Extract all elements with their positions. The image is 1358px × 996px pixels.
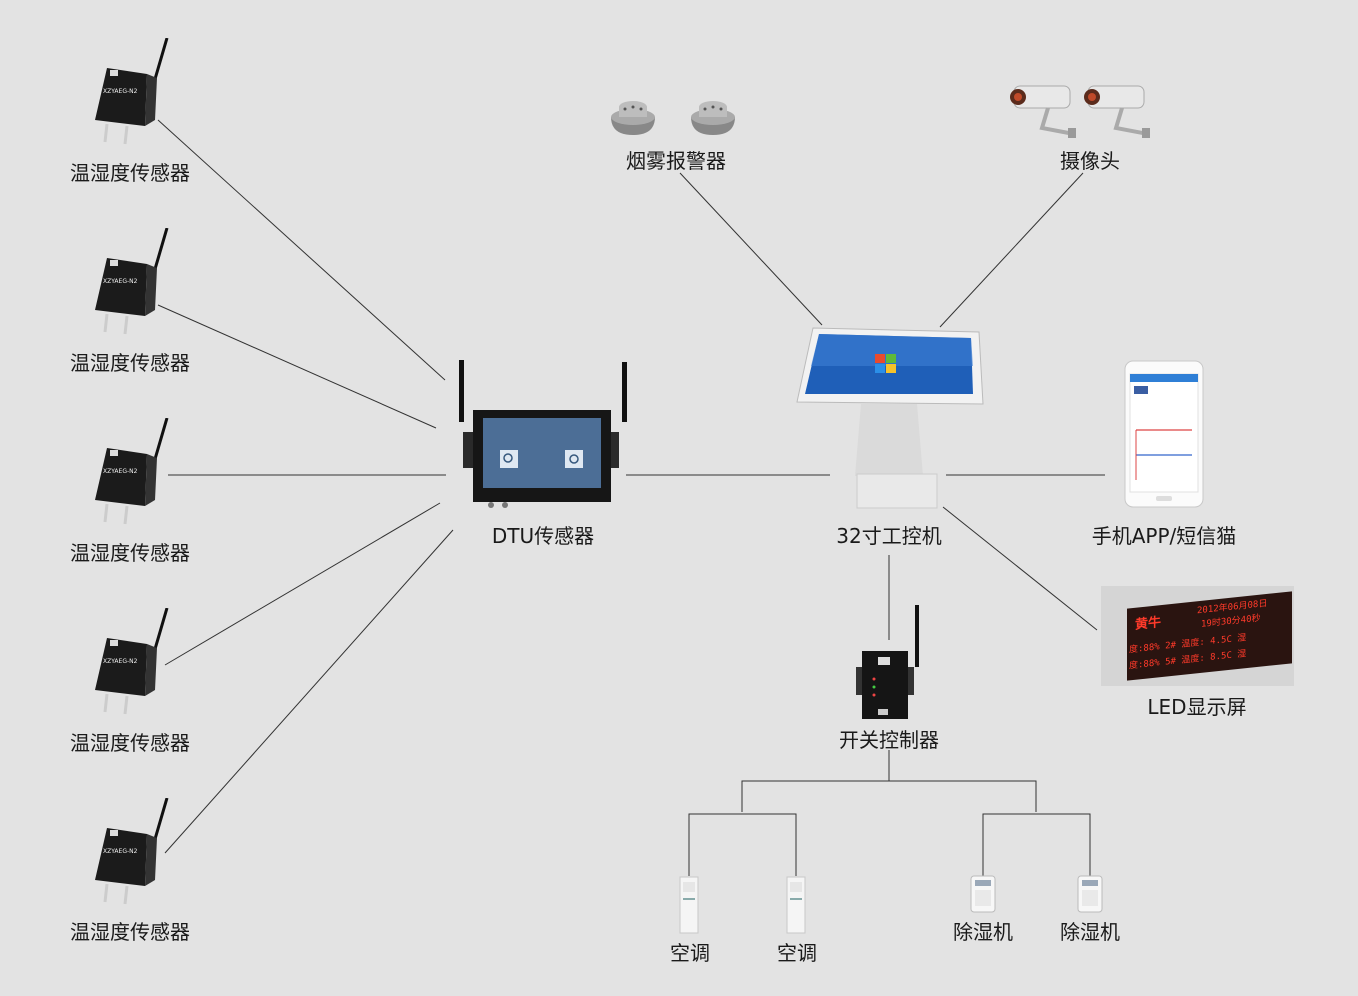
phone-icon xyxy=(1124,360,1204,508)
sensor-label-2: 温湿度传感器 xyxy=(70,351,190,375)
sensor-icon: XZYAEG-N2 xyxy=(95,417,169,525)
link-camera-ipc xyxy=(939,172,1084,328)
led-brand: 黄牛 xyxy=(1135,615,1162,633)
switch-controller-icon xyxy=(856,605,919,719)
link-sensor2-dtu xyxy=(157,304,437,429)
camera-device xyxy=(1008,78,1158,140)
dtu-icon xyxy=(459,360,627,508)
dehumidifier-icon xyxy=(970,875,996,913)
link-smoke-ipc xyxy=(679,172,823,326)
sensor-device-2: XZYAEG-N2 xyxy=(85,227,175,338)
svg-text:XZYAEG-N2: XZYAEG-N2 xyxy=(103,468,138,475)
switch-label: 开关控制器 xyxy=(839,728,939,752)
dehumidifier-label-2: 除湿机 xyxy=(1060,920,1120,944)
svg-text:XZYAEG-N2: XZYAEG-N2 xyxy=(103,278,138,285)
ipc-device xyxy=(795,326,987,512)
sensor-device-1: XZYAEG-N2 xyxy=(85,37,175,148)
led-screen: 黄牛 2012年06月08日 19时30分40秒 度:88% 2# 温度: 4.… xyxy=(1127,591,1292,681)
led-label: LED显示屏 xyxy=(1147,695,1247,719)
smoke-alarm-icon xyxy=(611,101,735,135)
switch-controller-device xyxy=(852,605,924,721)
sensor-icon: XZYAEG-N2 xyxy=(95,797,169,905)
air-conditioner-icon xyxy=(786,876,806,934)
led-display-device: 黄牛 2012年06月08日 19时30分40秒 度:88% 2# 温度: 4.… xyxy=(1101,586,1294,686)
svg-text:XZYAEG-N2: XZYAEG-N2 xyxy=(103,88,138,95)
air-conditioner-icon xyxy=(679,876,699,934)
ipc-icon xyxy=(796,327,984,509)
camera-label: 摄像头 xyxy=(1060,149,1120,173)
tree-bus xyxy=(741,780,1037,812)
ac-label-1: 空调 xyxy=(670,941,710,965)
ac-device-2 xyxy=(786,876,806,934)
sensor-icon: XZYAEG-N2 xyxy=(95,227,169,335)
sensor-device-3: XZYAEG-N2 xyxy=(85,417,175,528)
ac-device-1 xyxy=(679,876,699,934)
sensor-label-5: 温湿度传感器 xyxy=(70,920,190,944)
link-ipc-led xyxy=(942,506,1098,631)
smoke-alarm-device xyxy=(605,95,745,140)
sensor-icon: XZYAEG-N2 xyxy=(95,607,169,715)
dtu-device xyxy=(455,360,635,515)
sensor-label-4: 温湿度传感器 xyxy=(70,731,190,755)
phone-device xyxy=(1124,360,1204,508)
sensor-label-1: 温湿度传感器 xyxy=(70,161,190,185)
dehumidifier-device-2 xyxy=(1076,874,1104,914)
sensor-device-5: XZYAEG-N2 xyxy=(85,797,175,908)
phone-label: 手机APP/短信猫 xyxy=(1091,524,1237,548)
tree-ac xyxy=(688,813,797,876)
sensor-label-3: 温湿度传感器 xyxy=(70,541,190,565)
link-sensor5-dtu xyxy=(164,529,454,854)
tree-dehumid xyxy=(982,813,1091,876)
dehumidifier-label-1: 除湿机 xyxy=(953,920,1013,944)
svg-text:XZYAEG-N2: XZYAEG-N2 xyxy=(103,658,138,665)
link-sensor1-dtu xyxy=(157,119,446,381)
ac-label-2: 空调 xyxy=(777,941,817,965)
smoke-label: 烟雾报警器 xyxy=(626,149,726,173)
sensor-icon: XZYAEG-N2 xyxy=(95,37,169,145)
camera-icon xyxy=(1010,85,1150,138)
dehumidifier-icon xyxy=(1077,875,1103,913)
ipc-label: 32寸工控机 xyxy=(836,524,942,548)
dehumidifier-device-1 xyxy=(969,874,997,914)
svg-text:XZYAEG-N2: XZYAEG-N2 xyxy=(103,848,138,855)
sensor-device-4: XZYAEG-N2 xyxy=(85,607,175,718)
dtu-label: DTU传感器 xyxy=(491,524,595,548)
link-sensor4-dtu xyxy=(164,502,441,666)
